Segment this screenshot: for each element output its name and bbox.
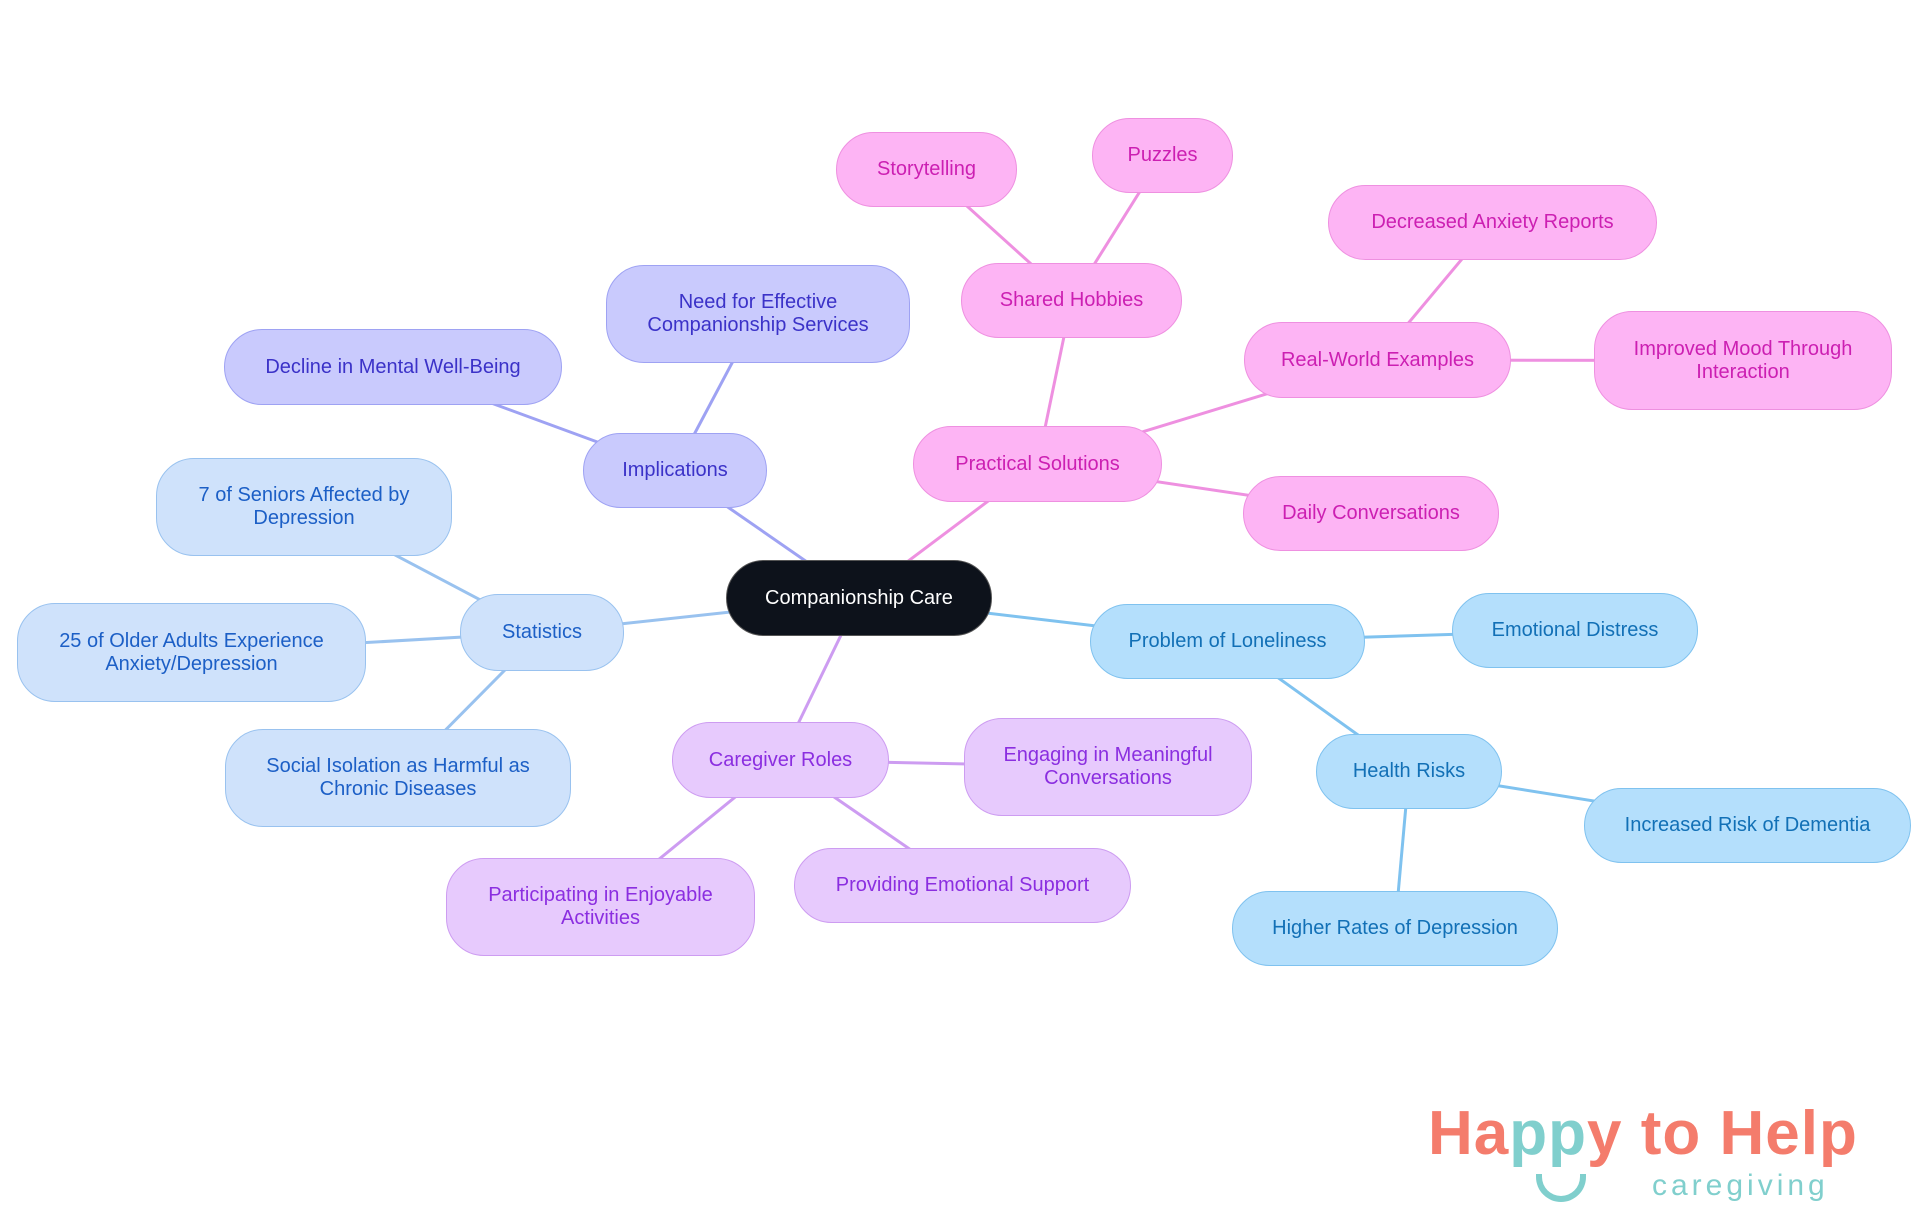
node-label: Increased Risk of Dementia bbox=[1624, 814, 1871, 836]
node-label: Problem of Loneliness bbox=[1128, 630, 1327, 652]
node-label: Daily Conversations bbox=[1282, 502, 1460, 524]
node-label: Shared Hobbies bbox=[999, 289, 1144, 311]
node-label: Statistics bbox=[501, 621, 583, 643]
node-root[interactable]: Companionship Care bbox=[726, 560, 992, 636]
node-higher[interactable]: Higher Rates of Depression bbox=[1232, 891, 1558, 966]
node-daily[interactable]: Daily Conversations bbox=[1243, 476, 1499, 551]
node-label: Higher Rates of Depression bbox=[1272, 917, 1518, 939]
node-label: Providing Emotional Support bbox=[835, 874, 1090, 896]
node-label: Improved Mood Through Interaction bbox=[1633, 337, 1853, 383]
node-realworld[interactable]: Real-World Examples bbox=[1244, 322, 1511, 398]
node-implications[interactable]: Implications bbox=[583, 433, 767, 508]
node-label: Engaging in Meaningful Conversations bbox=[1003, 744, 1213, 789]
node-isolation[interactable]: Social Isolation as Harmful as Chronic D… bbox=[225, 729, 571, 827]
node-label: Caregiver Roles bbox=[708, 748, 853, 771]
node-participating[interactable]: Participating in Enjoyable Activities bbox=[446, 858, 755, 956]
node-label: Storytelling bbox=[877, 158, 976, 180]
node-seniors[interactable]: 7 of Seniors Affected by Depression bbox=[156, 458, 452, 556]
node-dementia[interactable]: Increased Risk of Dementia bbox=[1584, 788, 1911, 863]
node-practical[interactable]: Practical Solutions bbox=[913, 426, 1162, 502]
node-decreased[interactable]: Decreased Anxiety Reports bbox=[1328, 185, 1657, 260]
node-label: Decreased Anxiety Reports bbox=[1371, 211, 1614, 233]
node-label: 25 of Older Adults Experience Anxiety/De… bbox=[59, 629, 324, 675]
node-health[interactable]: Health Risks bbox=[1316, 734, 1502, 809]
node-label: Decline in Mental Well-Being bbox=[265, 355, 521, 378]
logo-subtitle: caregiving bbox=[1652, 1169, 1829, 1202]
node-providing[interactable]: Providing Emotional Support bbox=[794, 848, 1131, 923]
logo-wordmark-part: Ha bbox=[1428, 1099, 1510, 1168]
node-label: Need for Effective Companionship Service… bbox=[647, 291, 869, 336]
node-label: Practical Solutions bbox=[955, 452, 1120, 475]
logo-wordmark: Happy to Help bbox=[1428, 1103, 1858, 1165]
node-older[interactable]: 25 of Older Adults Experience Anxiety/De… bbox=[17, 603, 366, 702]
node-loneliness[interactable]: Problem of Loneliness bbox=[1090, 604, 1365, 679]
node-storytelling[interactable]: Storytelling bbox=[836, 132, 1017, 207]
node-caregiver[interactable]: Caregiver Roles bbox=[672, 722, 889, 798]
happy-to-help-logo: Happy to Help caregiving bbox=[1428, 1103, 1898, 1208]
node-distress[interactable]: Emotional Distress bbox=[1452, 593, 1698, 668]
node-hobbies[interactable]: Shared Hobbies bbox=[961, 263, 1182, 338]
node-label: Social Isolation as Harmful as Chronic D… bbox=[266, 755, 530, 800]
node-puzzles[interactable]: Puzzles bbox=[1092, 118, 1233, 193]
logo-wordmark-part: y to Help bbox=[1587, 1099, 1858, 1168]
node-label: 7 of Seniors Affected by Depression bbox=[198, 484, 410, 529]
node-improved[interactable]: Improved Mood Through Interaction bbox=[1594, 311, 1892, 410]
node-statistics[interactable]: Statistics bbox=[460, 594, 624, 671]
node-decline[interactable]: Decline in Mental Well-Being bbox=[224, 329, 562, 405]
node-need[interactable]: Need for Effective Companionship Service… bbox=[606, 265, 910, 363]
node-label: Emotional Distress bbox=[1491, 619, 1659, 641]
node-label: Participating in Enjoyable Activities bbox=[488, 884, 713, 929]
node-label: Puzzles bbox=[1127, 144, 1198, 166]
node-label: Health Risks bbox=[1352, 760, 1466, 782]
node-label: Implications bbox=[622, 459, 728, 481]
logo-wordmark-part: pp bbox=[1509, 1099, 1588, 1168]
node-engaging[interactable]: Engaging in Meaningful Conversations bbox=[964, 718, 1252, 816]
node-label: Real-World Examples bbox=[1280, 348, 1475, 371]
node-label: Companionship Care bbox=[765, 586, 953, 609]
smile-icon bbox=[1536, 1174, 1586, 1202]
